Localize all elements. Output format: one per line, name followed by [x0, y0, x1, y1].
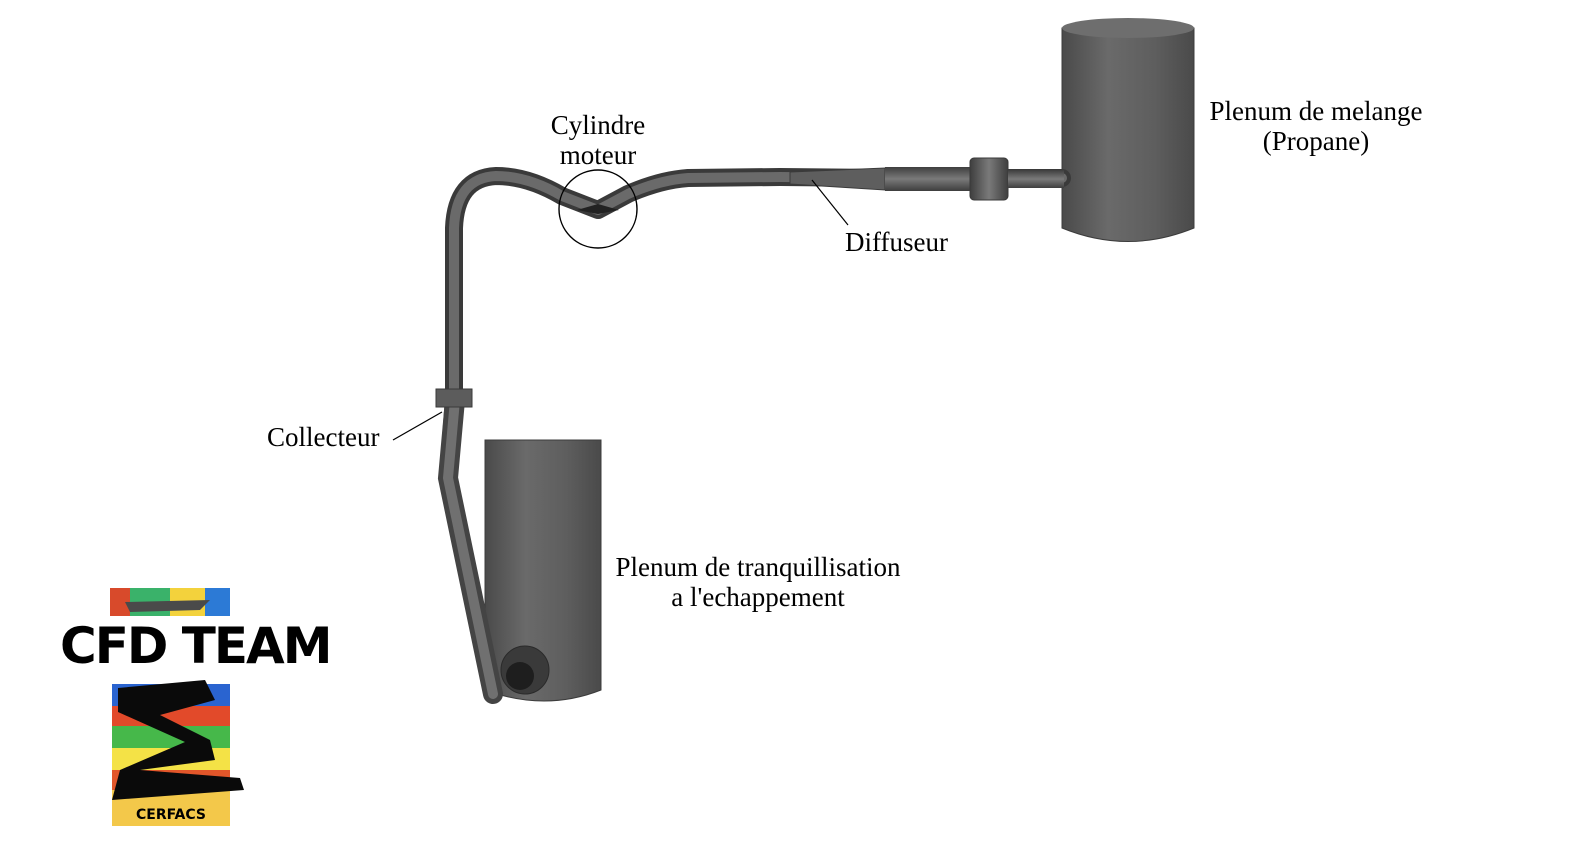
- cylinder-label-line1: Cylindre: [550, 110, 646, 140]
- coupling: [969, 157, 1009, 201]
- mixing-plenum-label-line1: Plenum de melange: [1209, 96, 1423, 126]
- collector-leader: [392, 411, 443, 441]
- diffuser-label: Diffuseur: [845, 227, 948, 257]
- mixing-plenum-label: Plenum de melange (Propane): [1196, 96, 1436, 156]
- exhaust-plenum: [484, 439, 602, 702]
- mixing-plenum: [1061, 18, 1195, 242]
- collector-label: Collecteur: [267, 422, 380, 452]
- cylinder-label: Cylindre moteur: [538, 110, 658, 170]
- logo-title: CFD TEAM: [60, 617, 332, 675]
- collector-junction: [435, 388, 473, 408]
- pipe-network: [439, 167, 1071, 702]
- exhaust-plenum-label-line2: a l'echappement: [671, 582, 845, 612]
- exhaust-plenum-label-line1: Plenum de tranquillisation: [615, 552, 901, 582]
- plenum-inlet-pipe: [1008, 170, 1064, 188]
- engine-cylinder: [558, 169, 638, 249]
- mixing-plenum-label-line2: (Propane): [1262, 126, 1370, 156]
- cylinder-label-line2: moteur: [559, 140, 637, 170]
- cfd-team-logo: [110, 588, 244, 826]
- exhaust-plenum-label: Plenum de tranquillisation a l'echappeme…: [600, 552, 916, 612]
- diffuser-pipe: [885, 167, 970, 191]
- diffuser-section: [789, 167, 886, 191]
- diffuser-leader: [811, 179, 849, 226]
- logo-subtitle: CERFACS: [135, 807, 207, 823]
